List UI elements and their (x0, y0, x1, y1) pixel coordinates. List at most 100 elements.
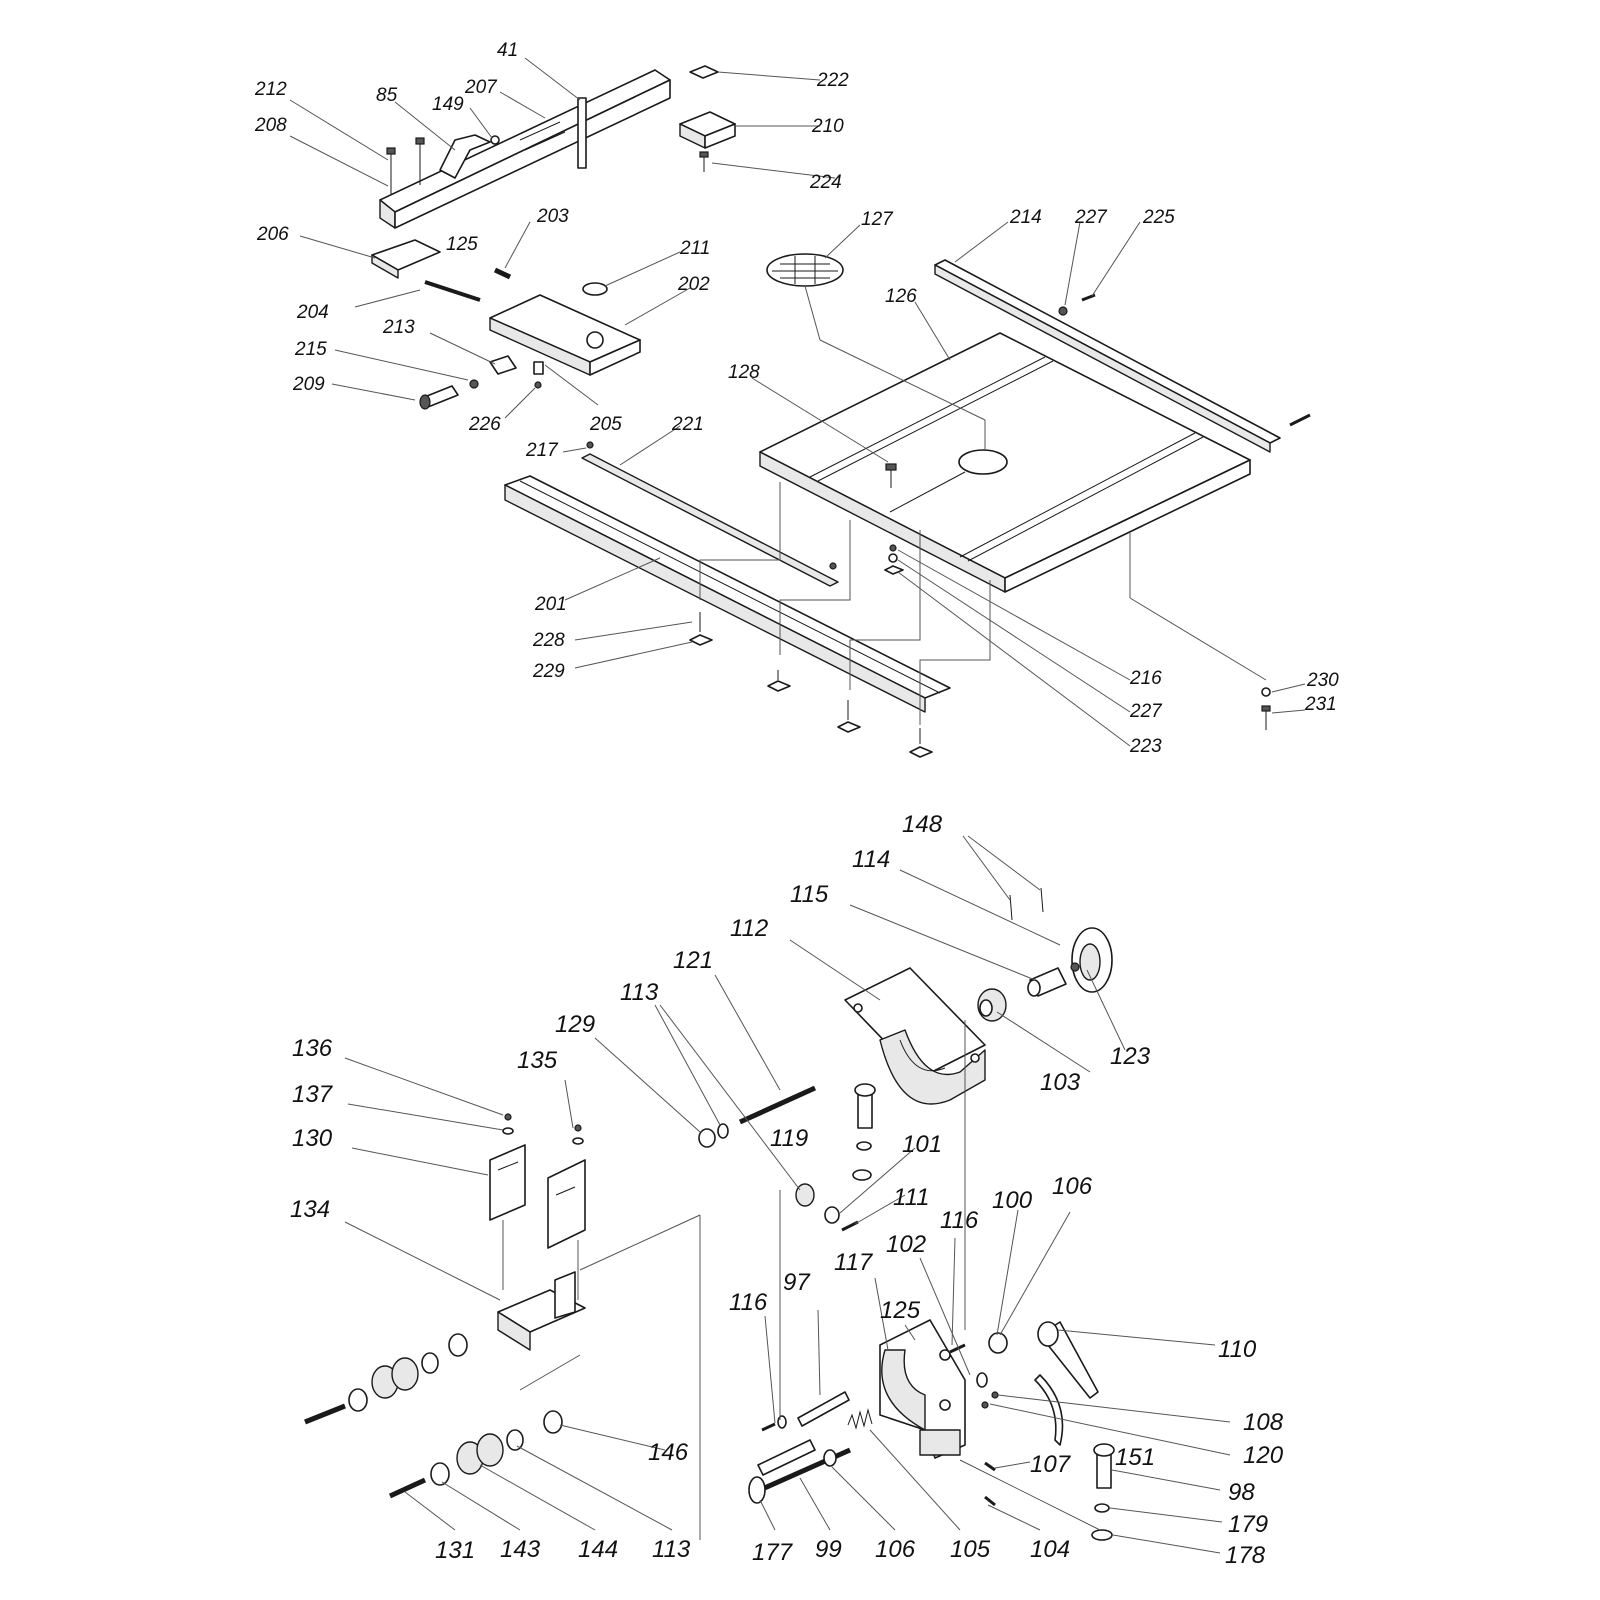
screw-rail-end (1289, 413, 1311, 427)
spring-105 (847, 1408, 873, 1430)
bearing-stack-upper (304, 1333, 468, 1425)
fence-pad (689, 65, 719, 79)
miter-strip (581, 453, 839, 587)
callout-labels: 41 85 149 207 212 208 222 210 224 206 12… (254, 40, 1339, 1569)
rail-foot-2 (767, 670, 791, 692)
callout-143: 143 (500, 1536, 541, 1563)
bracket-130 (489, 1113, 526, 1221)
callout-128: 128 (728, 362, 760, 383)
fence-carriage (489, 294, 641, 376)
callout-203: 203 (536, 206, 569, 227)
washer-106 (823, 1449, 837, 1467)
callout-137: 137 (292, 1081, 334, 1108)
screw-225 (1081, 293, 1096, 302)
leader-lines (289, 57, 1306, 1554)
bolt-101 (852, 1083, 876, 1181)
nut-100 (988, 1332, 1008, 1354)
pin-148a (1009, 894, 1013, 921)
callout-212: 212 (254, 79, 287, 100)
fence-lock-handle (439, 134, 500, 179)
washer-227 (1058, 306, 1068, 316)
callout-201: 201 (534, 594, 567, 615)
callout-127: 127 (861, 209, 894, 230)
pin-148b (1040, 887, 1044, 913)
washer-178 (1091, 1529, 1113, 1541)
trunnion-assembly-lines (502, 1020, 1101, 1540)
strip-screw-end (829, 562, 837, 570)
callout-111: 111 (893, 1184, 929, 1211)
bolt-151 (1093, 1443, 1115, 1489)
screw-107 (984, 1461, 996, 1472)
callout-134: 134 (290, 1196, 330, 1223)
callout-106-top: 106 (1052, 1173, 1093, 1200)
callout-213: 213 (382, 317, 415, 338)
table-top (759, 332, 1251, 593)
callout-227-top: 227 (1074, 207, 1108, 228)
rear-rail (934, 259, 1281, 453)
nut-107 (981, 1401, 989, 1409)
callout-129: 129 (555, 1011, 595, 1038)
callout-225: 225 (1142, 207, 1175, 228)
callout-101: 101 (902, 1131, 942, 1158)
callout-205: 205 (589, 414, 622, 435)
callout-120: 120 (1243, 1442, 1284, 1469)
callout-136: 136 (292, 1035, 333, 1062)
callout-107: 107 (1030, 1451, 1072, 1478)
callout-85: 85 (376, 85, 398, 106)
callout-99: 99 (815, 1536, 842, 1563)
callout-227-bottom: 227 (1129, 701, 1163, 722)
fence-bracket-side (371, 254, 399, 279)
screw-104 (984, 1495, 996, 1507)
ball-120 (991, 1391, 999, 1399)
callout-149: 149 (432, 94, 464, 115)
assembly-lines (699, 285, 1267, 725)
callout-97: 97 (783, 1269, 811, 1296)
callout-115: 115 (790, 881, 829, 908)
callout-144: 144 (578, 1536, 618, 1563)
callout-228: 228 (532, 630, 565, 651)
main-trunnion (879, 1319, 966, 1459)
callout-114: 114 (852, 846, 890, 873)
callout-130: 130 (292, 1125, 333, 1152)
callout-221: 221 (671, 414, 704, 435)
nut-216 (889, 544, 897, 552)
callout-104: 104 (1030, 1536, 1070, 1563)
insert-screw (885, 463, 897, 488)
screw-116 (761, 1422, 776, 1432)
riving-block (497, 1271, 586, 1351)
trunnion-bracket (844, 967, 986, 1105)
lock-knob (419, 385, 459, 410)
callout-206: 206 (256, 224, 289, 245)
clip (533, 361, 544, 375)
lock-block (489, 355, 517, 375)
callout-208: 208 (254, 115, 287, 136)
callout-113-top: 113 (620, 979, 659, 1006)
callout-102: 102 (886, 1231, 926, 1258)
callout-230: 230 (1306, 670, 1339, 691)
callout-110: 110 (1218, 1336, 1257, 1363)
pin (493, 267, 512, 280)
front-rail (504, 475, 951, 713)
callout-125-top: 125 (446, 234, 478, 255)
callout-222: 222 (816, 70, 849, 91)
callout-119: 119 (770, 1125, 808, 1152)
callout-214: 214 (1009, 207, 1042, 228)
callout-209: 209 (292, 374, 325, 395)
washer-179 (1094, 1503, 1110, 1513)
callout-113-bottom: 113 (652, 1536, 691, 1563)
callout-121: 121 (673, 947, 713, 974)
callout-116-left: 116 (729, 1289, 768, 1316)
callout-108: 108 (1243, 1409, 1284, 1436)
nut-111 (824, 1206, 840, 1224)
bolt-223 (884, 565, 904, 575)
callout-116-top: 116 (940, 1207, 979, 1234)
shaft-collar (1027, 967, 1067, 997)
dust-grate (766, 253, 844, 287)
callout-229: 229 (532, 661, 565, 682)
guide-rod (424, 280, 481, 302)
callout-125-bottom: 125 (880, 1297, 921, 1324)
callout-224: 224 (809, 172, 842, 193)
callout-103: 103 (1040, 1069, 1081, 1096)
callout-178: 178 (1225, 1542, 1266, 1569)
